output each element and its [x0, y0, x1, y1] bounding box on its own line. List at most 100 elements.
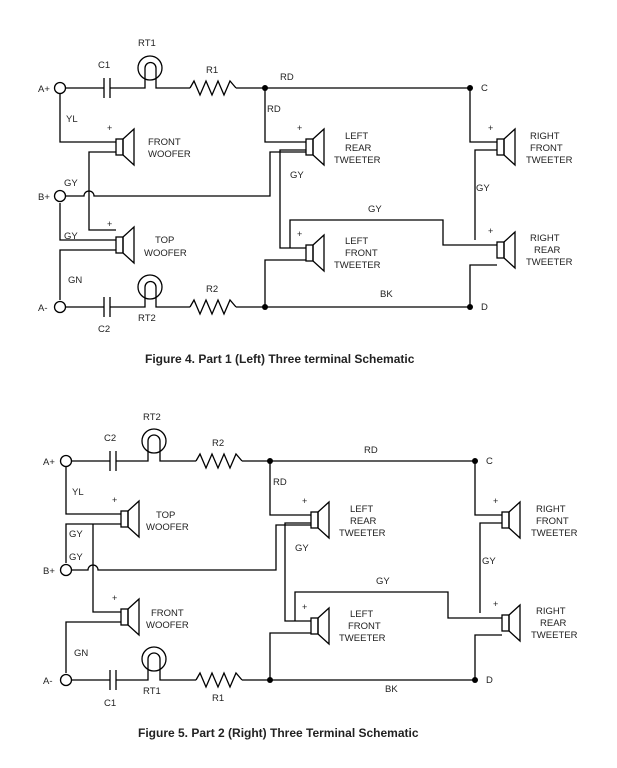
figure-5-speaker-5: + RIGHT FRONT TWEETER — [493, 496, 578, 540]
terminal-a-minus-label: A- — [38, 303, 48, 314]
svg-text:REAR: REAR — [350, 516, 377, 527]
svg-text:LEFT: LEFT — [345, 236, 368, 247]
terminal-a-minus-label: A- — [43, 676, 53, 687]
svg-text:TWEETER: TWEETER — [339, 528, 386, 539]
svg-text:RIGHT: RIGHT — [530, 131, 560, 142]
figure-5-wires — [65, 453, 502, 681]
terminal-d-label: D — [481, 302, 488, 313]
res-bottom-label: R1 — [212, 693, 224, 704]
svg-text:GY: GY — [69, 552, 83, 563]
svg-text:FRONT: FRONT — [348, 621, 381, 632]
figure-4-thermistor-top: RT1 — [137, 38, 163, 81]
svg-text:YL: YL — [72, 487, 84, 498]
svg-text:WOOFER: WOOFER — [146, 620, 189, 631]
svg-text:GY: GY — [476, 183, 490, 194]
figure-4-caption: Figure 4. Part 1 (Left) Three terminal S… — [145, 352, 415, 366]
figure-4-speaker-5: + RIGHT FRONT TWEETER — [488, 123, 573, 167]
svg-text:YL: YL — [66, 114, 78, 125]
figure-4-nodes — [262, 85, 473, 310]
svg-text:LEFT: LEFT — [350, 504, 373, 515]
svg-text:TWEETER: TWEETER — [531, 630, 578, 641]
figure-5: A+ B+ A- C D C2 C1 RT2 RT1 R2 — [43, 412, 578, 740]
terminal-b-plus-label: B+ — [43, 566, 55, 577]
svg-text:WOOFER: WOOFER — [144, 248, 187, 259]
figure-5-capacitor-top: C2 — [104, 433, 117, 471]
svg-text:RIGHT: RIGHT — [536, 504, 566, 515]
rt-bottom-label: RT1 — [143, 686, 161, 697]
svg-text:TWEETER: TWEETER — [339, 633, 386, 644]
res-top-label: R2 — [212, 438, 224, 449]
figure-5-speaker-1: + TOP WOOFER — [112, 495, 189, 539]
figure-4-resistor-top: R1 — [189, 65, 237, 97]
svg-text:TWEETER: TWEETER — [334, 260, 381, 271]
figure-4: A+ B+ A- C D C1 C2 RT1 RT2 — [38, 38, 573, 366]
svg-text:+: + — [112, 495, 117, 505]
res-top-label: R1 — [206, 65, 218, 76]
svg-text:+: + — [107, 123, 112, 133]
svg-text:REAR: REAR — [534, 245, 561, 256]
svg-text:FRONT: FRONT — [536, 516, 569, 527]
svg-text:RIGHT: RIGHT — [536, 606, 566, 617]
figure-5-resistor-top: R2 — [195, 438, 243, 470]
svg-text:TWEETER: TWEETER — [531, 528, 578, 539]
figure-5-speaker-3: + LEFT REAR TWEETER — [302, 496, 386, 540]
svg-text:TWEETER: TWEETER — [526, 155, 573, 166]
svg-text:GY: GY — [295, 543, 309, 554]
svg-text:GY: GY — [69, 529, 83, 540]
figure-5-nodes — [267, 458, 478, 683]
svg-text:+: + — [488, 226, 493, 236]
svg-text:TOP: TOP — [156, 510, 175, 521]
rt-top-label: RT2 — [143, 412, 161, 423]
cap-top-label: C1 — [98, 60, 110, 71]
svg-text:RD: RD — [280, 72, 294, 83]
svg-text:TWEETER: TWEETER — [334, 155, 381, 166]
figure-4-wire-labels: RD RD YL GY GY GN GY GY GY BK — [64, 72, 490, 300]
svg-text:TWEETER: TWEETER — [526, 257, 573, 268]
svg-text:RD: RD — [267, 104, 281, 115]
figure-4-resistor-bottom: R2 — [189, 284, 237, 316]
figure-5-speaker-4: + LEFT FRONT TWEETER — [302, 602, 386, 646]
figure-5-wire-labels: RD RD YL GY GY GN GY GY GY BK — [69, 445, 496, 695]
res-bottom-label: R2 — [206, 284, 218, 295]
figure-4-speaker-3: + LEFT REAR TWEETER — [297, 123, 381, 167]
figure-5-speaker-2: + FRONT WOOFER — [112, 593, 189, 637]
rt-top-label: RT1 — [138, 38, 156, 49]
figure-5-caption: Figure 5. Part 2 (Right) Three Terminal … — [138, 726, 419, 740]
cap-bottom-label: C1 — [104, 698, 116, 709]
terminal-a-plus-label: A+ — [43, 457, 55, 468]
terminal-a-plus-label: A+ — [38, 84, 50, 95]
svg-text:+: + — [493, 599, 498, 609]
svg-text:+: + — [493, 496, 498, 506]
svg-text:+: + — [112, 593, 117, 603]
svg-text:LEFT: LEFT — [345, 131, 368, 142]
svg-text:+: + — [107, 219, 112, 229]
figure-4-thermistor-bottom: RT2 — [137, 274, 163, 324]
svg-text:WOOFER: WOOFER — [146, 522, 189, 533]
svg-text:WOOFER: WOOFER — [148, 149, 191, 160]
svg-text:RIGHT: RIGHT — [530, 233, 560, 244]
figure-4-speaker-6: + RIGHT REAR TWEETER — [488, 226, 573, 270]
figure-4-terminals: A+ B+ A- C D — [38, 81, 488, 314]
svg-text:GY: GY — [64, 231, 78, 242]
svg-text:+: + — [302, 496, 307, 506]
svg-text:GN: GN — [68, 275, 82, 286]
figure-4-speaker-1: + FRONT WOOFER — [107, 123, 191, 167]
figure-4-capacitor-bottom: C2 — [98, 297, 111, 335]
svg-text:REAR: REAR — [540, 618, 567, 629]
svg-text:GY: GY — [64, 178, 78, 189]
svg-text:+: + — [302, 602, 307, 612]
figure-4-capacitor-top: C1 — [98, 60, 111, 98]
svg-text:GY: GY — [482, 556, 496, 567]
svg-text:FRONT: FRONT — [151, 608, 184, 619]
svg-text:GN: GN — [74, 648, 88, 659]
figure-5-capacitor-bottom: C1 — [104, 670, 117, 709]
svg-text:BK: BK — [385, 684, 398, 695]
terminal-c-label: C — [486, 456, 493, 467]
terminal-b-plus-label: B+ — [38, 192, 50, 203]
svg-text:FRONT: FRONT — [148, 137, 181, 148]
figure-4-wires — [59, 80, 497, 308]
figure-5-resistor-bottom: R1 — [195, 671, 243, 704]
cap-bottom-label: C2 — [98, 324, 110, 335]
rt-bottom-label: RT2 — [138, 313, 156, 324]
terminal-d-label: D — [486, 675, 493, 686]
